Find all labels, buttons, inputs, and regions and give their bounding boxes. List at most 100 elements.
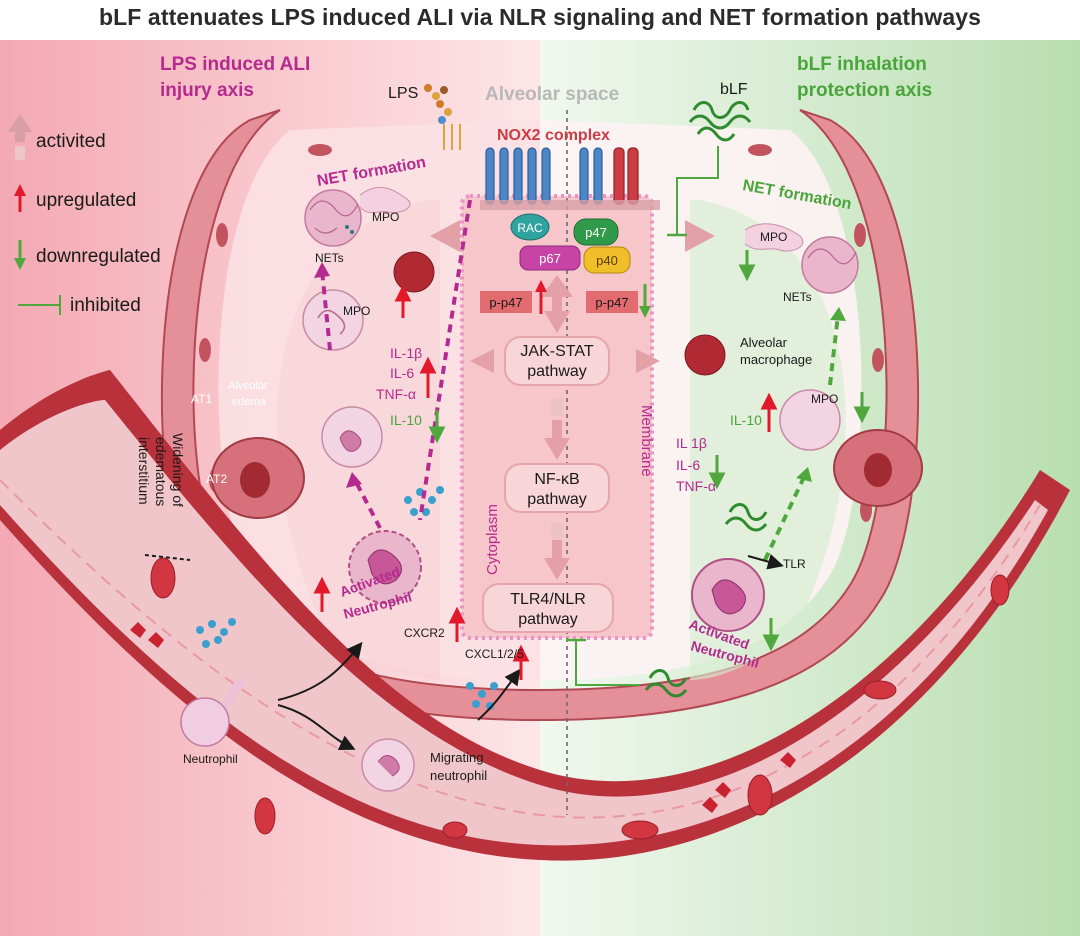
blf-inhibit-line-top <box>676 146 719 235</box>
down-arrows <box>428 250 871 652</box>
lps-label: LPS <box>388 85 418 102</box>
right-alv-mac-label-2: macrophage <box>740 352 812 367</box>
alveolar-edema-label-2: edema <box>232 396 267 408</box>
neutrophil-il-left <box>321 406 383 468</box>
svg-text:edematous: edematous <box>153 437 169 506</box>
figure-title: bLF attenuates LPS induced ALI via NLR s… <box>98 4 982 30</box>
at1-label: AT1 <box>191 392 212 406</box>
right-progression-arrows <box>763 314 840 561</box>
right-mpo-mid-label: MPO <box>811 392 838 406</box>
nfkb-label-1: NF-κB <box>534 471 579 488</box>
tlr-label-2: pathway <box>518 611 578 628</box>
nets-left <box>304 186 411 247</box>
free-neutrophil <box>180 676 246 747</box>
jak-label-1: JAK-STAT <box>520 343 593 360</box>
blf-molecule-tlr <box>724 503 768 532</box>
alveolar-macrophage-right <box>684 334 726 376</box>
right-nets-label: NETs <box>783 290 812 304</box>
lps-molecule <box>424 84 461 150</box>
cxcr2-label: CXCR2 <box>404 626 445 640</box>
nox2-complex <box>480 147 660 274</box>
at2-cell-left <box>211 437 305 519</box>
blf-label: bLF <box>720 81 748 98</box>
p40-label: p40 <box>596 253 618 268</box>
cytoplasm-label: Cytoplasm <box>484 504 501 575</box>
svg-text:Widening of: Widening of <box>170 433 186 507</box>
legend-upregulated-label: upregulated <box>36 190 136 211</box>
macrophage-left <box>393 251 435 293</box>
pp47-right-box <box>586 291 638 313</box>
tlr-label-1: TLR4/NLR <box>510 591 586 608</box>
migrating-label-1: Migrating <box>430 750 483 765</box>
neutrophil-mpo-left <box>302 289 364 351</box>
pp47-arrows <box>535 280 651 318</box>
left-il1b-label: IL-1β <box>390 345 422 361</box>
nox-right-arrow <box>685 220 715 252</box>
p67-label: p67 <box>539 251 561 266</box>
widening-label: Widening of edematous interstitium <box>136 433 186 507</box>
blf-inhibit-line-bottom <box>575 640 640 686</box>
blood-vessel-lumen <box>0 400 1048 846</box>
alveolar-edema-label-1: Alveolar <box>228 380 268 392</box>
right-tnfa-label: TNF-α <box>676 478 716 494</box>
neutrophil-mpo-right <box>779 389 841 451</box>
platelets <box>130 622 796 813</box>
left-il6-label: IL-6 <box>390 365 414 381</box>
pp47-right-label: p-p47 <box>595 295 628 310</box>
nets-right <box>744 223 859 294</box>
jak-right-arrow <box>636 349 660 373</box>
left-mpo-mid-label: MPO <box>343 304 370 318</box>
chemokine-dots <box>196 486 498 710</box>
legend: activited upregulated downregulated inhi… <box>36 131 161 316</box>
activated-neutrophil-right <box>691 558 765 632</box>
right-il6-label: IL-6 <box>676 457 700 473</box>
migrating-neutrophil <box>361 738 415 792</box>
jak-left-arrow <box>470 349 494 373</box>
jak-label-2: pathway <box>527 363 587 380</box>
legend-activated-icon <box>8 114 32 160</box>
legend-up-icon <box>14 184 26 212</box>
migration-arrows <box>144 554 784 750</box>
right-axis-line1: bLF inhalation <box>797 54 927 75</box>
migrating-label-2: neutrophil <box>430 768 487 783</box>
at2-cell-right <box>833 429 923 507</box>
right-il1b-label: IL 1β <box>676 435 707 451</box>
pp47-left-box <box>480 291 532 313</box>
right-mpo-top-label: MPO <box>760 230 787 244</box>
cxcl-label: CXCL1/2/5 <box>465 647 524 661</box>
rac-label: RAC <box>517 221 543 235</box>
legend-activated-label: activited <box>36 131 106 152</box>
left-progression-arrows <box>320 199 472 529</box>
up-arrows <box>313 284 778 680</box>
legend-downregulated-label: downregulated <box>36 246 161 267</box>
right-alv-mac-label-1: Alveolar <box>740 335 788 350</box>
red-blood-cells <box>150 557 1010 840</box>
nox-left-arrow <box>430 220 460 252</box>
tlr4-nlr-box <box>482 583 614 633</box>
pathway-labels: JAK-STAT pathway NF-κB pathway TLR4/NLR … <box>510 343 594 628</box>
nfkb-box <box>504 463 610 513</box>
jak-stat-box <box>504 336 610 386</box>
left-axis-line1: LPS induced ALI <box>160 54 310 75</box>
activated-neutrophil-left <box>348 530 422 604</box>
p47-label: p47 <box>585 225 607 240</box>
right-tlr-label: TLR <box>783 557 806 571</box>
alveolar-space-label: Alveolar space <box>485 84 619 105</box>
at2-label: AT2 <box>206 472 227 486</box>
svg-text:interstitium: interstitium <box>136 437 152 505</box>
membrane-label: Membrane <box>638 405 655 477</box>
left-axis-line2: injury axis <box>160 80 254 101</box>
pp47-left-label: p-p47 <box>489 295 522 310</box>
pathway-up-arrows <box>541 275 573 580</box>
right-axis-line2: protection axis <box>797 80 932 101</box>
left-mpo-top-label: MPO <box>372 210 399 224</box>
legend-inhibited-label: inhibited <box>70 295 141 316</box>
left-il10-label: IL-10 <box>390 412 422 428</box>
free-neutrophil-label: Neutrophil <box>183 752 238 766</box>
left-tnfa-label: TNF-α <box>376 386 416 402</box>
vessel-endothelium <box>0 479 1041 819</box>
nox2-title: NOX2 complex <box>497 127 610 144</box>
blf-molecule-bottom <box>644 669 688 698</box>
